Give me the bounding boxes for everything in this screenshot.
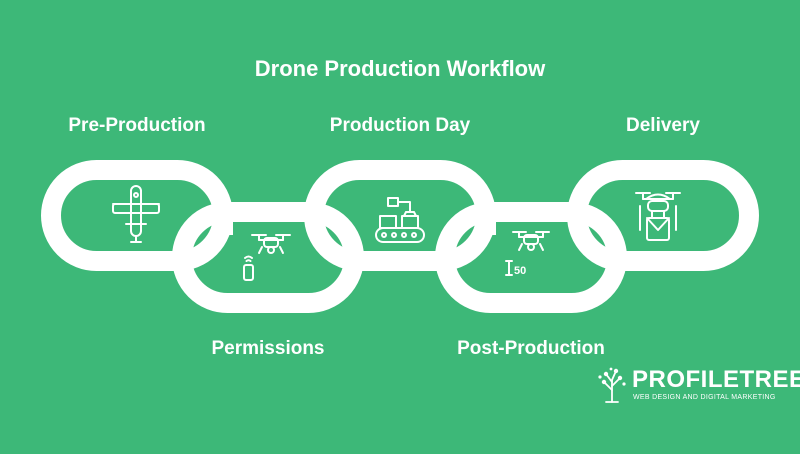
altitude-value: 50: [514, 265, 526, 277]
step-label-pre-production: Pre-Production: [68, 115, 206, 136]
fixed-wing-drone-icon: [112, 185, 160, 243]
conveyor-assembly-icon: [375, 197, 425, 243]
profiletree-logo: PROFILETREE WEB DESIGN AND DIGITAL MARKE…: [596, 366, 800, 406]
step-label-post-production: Post-Production: [457, 338, 605, 359]
logo-name: PROFILETREE: [632, 366, 800, 393]
tree-logo-icon: [598, 367, 626, 403]
drone-phone-icon: [243, 234, 291, 281]
step-label-permissions: Permissions: [211, 338, 325, 359]
step-label-delivery: Delivery: [626, 115, 700, 136]
chain-link-permissions: [172, 202, 364, 313]
logo-tagline: WEB DESIGN AND DIGITAL MARKETING: [633, 394, 776, 401]
step-label-production-day: Production Day: [329, 115, 471, 136]
page-title: Drone Production Workflow: [254, 56, 546, 81]
drone-altitude-icon: [505, 231, 550, 276]
delivery-drone-icon: [635, 192, 681, 241]
chain-link-post-production: [435, 202, 627, 313]
